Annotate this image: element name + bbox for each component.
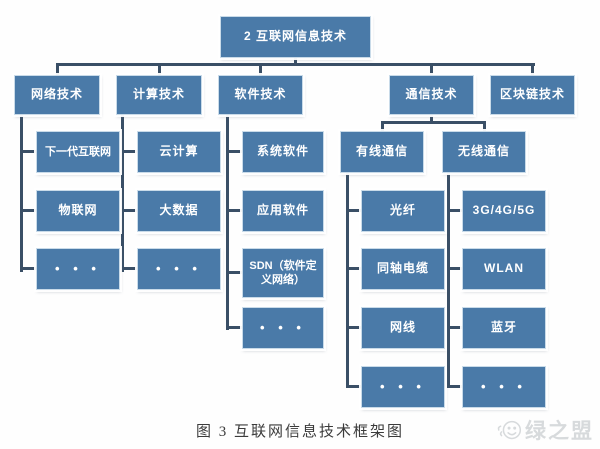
node-sdn: SDN（软件定义网络） — [242, 248, 324, 298]
node-root: 2 互联网信息技术 — [220, 16, 371, 58]
connector-wired-vertical — [346, 173, 349, 388]
node-3g4g5g: 3G/4G/5G — [462, 190, 546, 232]
connector-wired-stub-3 — [346, 326, 362, 329]
watermark-text: 绿之盟 — [525, 420, 594, 443]
node-wired-comm: 有线通信 — [340, 131, 424, 173]
node-optical-fiber: 光纤 — [361, 190, 445, 232]
connector-wireless-stub-3 — [447, 326, 463, 329]
node-ethernet-cable: 网线 — [361, 307, 445, 349]
connector-root-stub — [294, 58, 297, 65]
node-system-software: 系统软件 — [242, 131, 324, 173]
connector-network-stub-2 — [20, 209, 37, 212]
connector-stub-computing — [158, 63, 161, 75]
node-blockchain-tech: 区块链技术 — [490, 75, 575, 115]
connector-wireless-stub-1 — [447, 209, 463, 212]
connector-stub-software — [259, 63, 262, 75]
connector-computing-vertical — [121, 115, 124, 272]
node-comm-tech: 通信技术 — [389, 75, 474, 115]
connector-network-vertical — [20, 115, 23, 272]
connector-stub-comm — [430, 63, 433, 75]
connector-comm-horizontal — [381, 121, 486, 124]
node-computing-tech: 计算技术 — [116, 75, 202, 115]
connector-computing-stub-2 — [121, 209, 138, 212]
node-big-data: 大数据 — [137, 190, 221, 232]
connector-stub-blockchain — [531, 63, 534, 75]
node-wireless-more: • • • — [462, 366, 546, 408]
connector-comm-stub-wired — [381, 121, 384, 131]
connector-computing-stub-3 — [121, 267, 138, 270]
connector-wired-stub-2 — [346, 267, 362, 270]
connector-comm-stub-down — [430, 115, 433, 123]
node-wlan: WLAN — [462, 248, 546, 290]
node-software-more: • • • — [242, 307, 324, 349]
connector-software-stub-1 — [226, 150, 243, 153]
node-iot: 物联网 — [36, 190, 120, 232]
connector-software-stub-4 — [226, 326, 243, 329]
connector-network-stub-1 — [20, 150, 37, 153]
connector-software-stub-3 — [226, 271, 243, 274]
node-application-software: 应用软件 — [242, 190, 324, 232]
node-next-gen-internet: 下一代互联网 — [36, 131, 120, 173]
watermark-logo: 绿之盟 — [495, 415, 594, 445]
node-wired-more: • • • — [361, 366, 445, 408]
node-software-tech: 软件技术 — [218, 75, 303, 115]
connector-stub-network — [56, 63, 59, 75]
connector-wireless-stub-4 — [447, 385, 463, 388]
connector-software-vertical — [226, 115, 229, 330]
node-cloud-computing: 云计算 — [137, 131, 221, 173]
connector-wireless-vertical — [447, 173, 450, 388]
node-network-tech: 网络技术 — [14, 75, 100, 115]
connector-network-stub-3 — [20, 267, 37, 270]
connector-wireless-stub-2 — [447, 267, 463, 270]
node-network-more: • • • — [36, 248, 120, 290]
connector-comm-stub-wireless — [483, 121, 486, 131]
node-wireless-comm: 无线通信 — [442, 131, 526, 173]
connector-wired-stub-4 — [346, 385, 362, 388]
node-coaxial-cable: 同轴电缆 — [361, 248, 445, 290]
connector-computing-stub-1 — [121, 150, 138, 153]
node-computing-more: • • • — [137, 248, 221, 290]
connector-wired-stub-1 — [346, 209, 362, 212]
node-bluetooth: 蓝牙 — [462, 307, 546, 349]
figure-caption: 图 3 互联网信息技术框架图 — [195, 424, 404, 440]
smiley-face-icon — [495, 415, 525, 445]
connector-level2-horizontal — [56, 63, 535, 66]
connector-software-stub-2 — [226, 209, 243, 212]
